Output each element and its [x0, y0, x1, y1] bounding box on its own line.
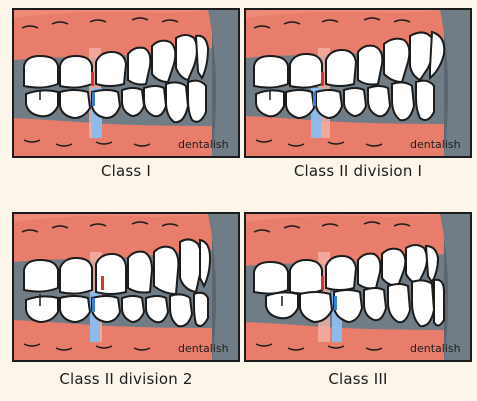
caption-class-3: Class III — [244, 370, 472, 388]
caption-class-1: Class I — [12, 162, 240, 180]
class-2-division-1-illustration: dentalish — [244, 8, 472, 158]
panel-class-2-division-2: dentalish — [12, 212, 240, 362]
watermark: dentalish — [410, 342, 461, 355]
caption-class-2-division-2: Class II division 2 — [12, 370, 240, 388]
watermark: dentalish — [178, 342, 229, 355]
watermark: dentalish — [178, 138, 229, 151]
class-2-division-2-illustration: dentalish — [12, 212, 240, 362]
panel-class-1: dentalish — [12, 8, 240, 158]
panel-class-3: dentalish — [244, 212, 472, 362]
panel-class-2-division-1: dentalish — [244, 8, 472, 158]
class-3-illustration: dentalish — [244, 212, 472, 362]
class-1-illustration: dentalish — [12, 8, 240, 158]
watermark: dentalish — [410, 138, 461, 151]
caption-class-2-division-1: Class II division I — [244, 162, 472, 180]
